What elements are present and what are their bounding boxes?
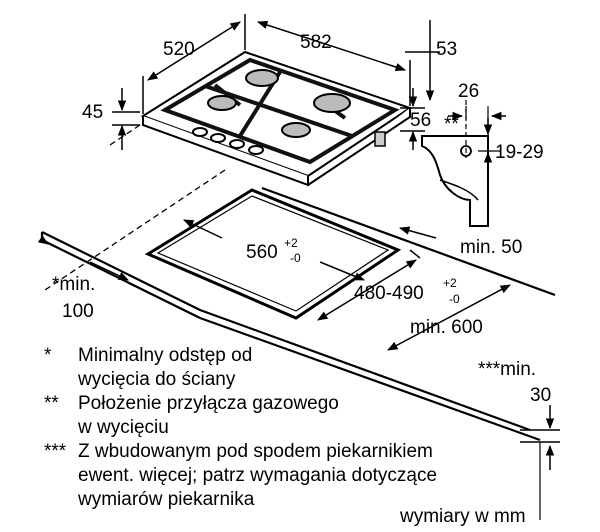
footnote-text: Położenie przyłącza gazowego w wycięciu	[78, 393, 339, 438]
footnote-mark: ***	[44, 441, 67, 462]
footnote: ** Położenie przyłącza gazowego w wycięc…	[44, 392, 584, 440]
dim-min-cabinet: min. 600	[410, 317, 483, 338]
dim-edge-depth: 53	[436, 39, 457, 60]
footnote: *** Z wbudowanym pod spodem piekarnikiem…	[44, 440, 584, 512]
dim-min-oven-line2: 30	[530, 385, 551, 406]
dim-conn-offset: 26	[458, 81, 479, 102]
footnotes: * Minimalny odstęp od wycięcia do ściany…	[44, 344, 584, 512]
knob-icon	[192, 127, 264, 155]
dim-cutout-width-tol-plus: +2	[284, 236, 298, 250]
dim-hob-depth: 520	[163, 39, 195, 60]
dim-cutout-depth: 480-490	[354, 283, 424, 304]
projection-lines	[41, 124, 226, 293]
dim-cutout-depth-tol-minus: -0	[449, 292, 460, 306]
cutout-dimension-lines	[37, 219, 560, 520]
dim-conn-height: 19-29	[495, 142, 544, 163]
dim-min-back: min. 50	[460, 237, 522, 258]
dim-cutout-width-tol-minus: -0	[290, 251, 301, 265]
dim-min-wall-line2: 100	[62, 301, 94, 322]
dim-hob-width: 582	[300, 32, 332, 53]
conn-marker: **	[444, 114, 459, 135]
dim-cutout-depth-tol-plus: +2	[443, 276, 457, 290]
footnote: * Minimalny odstęp od wycięcia do ściany	[44, 344, 584, 392]
dim-cutout-width: 560	[246, 242, 278, 263]
hob-drawing	[140, 50, 413, 187]
dim-below-depth: 56	[410, 110, 431, 131]
dim-min-wall-line1: *min.	[52, 274, 95, 295]
footnote-mark: **	[44, 393, 59, 414]
dim-min-oven-line1: ***min.	[478, 359, 536, 380]
footnote-text: Z wbudowanym pod spodem piekarnikiem ewe…	[78, 441, 438, 510]
hob-dimension-lines	[112, 14, 440, 150]
units-label: wymiary w mm	[400, 506, 526, 527]
footnote-mark: *	[44, 345, 52, 366]
dim-hob-height: 45	[82, 102, 103, 123]
connection-profile	[421, 100, 506, 227]
footnote-text: Minimalny odstęp od wycięcia do ściany	[78, 345, 253, 390]
